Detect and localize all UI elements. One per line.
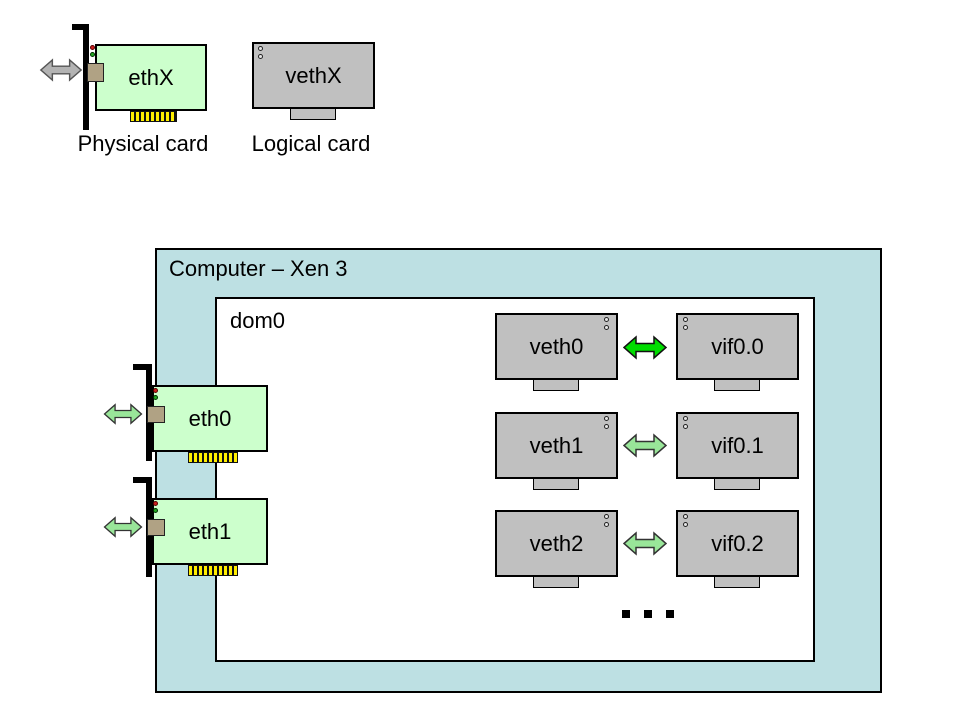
vent-dot-icon [683,424,688,429]
vent-dot-icon [258,54,263,59]
veth1-label: veth1 [529,432,584,458]
physical-card-ethx: ethX [95,44,207,111]
network-port-connector [147,406,165,423]
vent-dot-icon [683,325,688,330]
pci-bracket-arm [133,364,152,370]
vent-dot-icon [258,46,263,51]
vethx-label: vethX [285,62,342,88]
network-port-connector [147,519,165,536]
pci-edge-connector [188,565,238,576]
led-red-icon [153,501,158,506]
led-red-icon [153,388,158,393]
vent-dot-icon [604,514,609,519]
double-arrow-icon [623,335,667,360]
veth2-card: veth2 [495,510,618,577]
vent-dot-icon [683,317,688,322]
led-red-icon [90,45,95,50]
veth-monitor: veth2 [495,510,618,589]
physical-card-eth1: eth1 [152,498,268,565]
computer-box-title: Computer – Xen 3 [169,256,348,281]
network-port-connector [87,63,104,82]
led-green-icon [90,52,95,57]
vif01-card: vif0.1 [676,412,799,479]
dom0-label: dom0 [230,308,286,333]
pci-edge-connector [188,452,238,463]
vent-dot-icon [604,317,609,322]
veth2-label: veth2 [529,530,584,556]
veth0-card: veth0 [495,313,618,380]
vif-monitor: vif0.1 [676,412,799,491]
ellipsis [622,610,674,618]
pci-bracket-arm [133,477,152,483]
vif00-label: vif0.0 [711,333,764,359]
vent-dot-icon [604,325,609,330]
double-arrow-icon [101,403,145,425]
led-green-icon [153,508,158,513]
veth-monitor: veth1 [495,412,618,491]
vif-monitor: vif0.2 [676,510,799,589]
double-arrow-icon [101,516,145,538]
vent-dot-icon [604,416,609,421]
veth0-label: veth0 [529,333,584,359]
legend-logical-card-group: vethX [252,42,375,121]
pci-edge-connector [130,111,177,122]
vif01-label: vif0.1 [711,432,764,458]
vent-dot-icon [604,424,609,429]
double-arrow-icon [37,58,85,82]
ellipsis-dot [644,610,652,618]
ellipsis-dot [622,610,630,618]
eth0-label: eth0 [188,405,232,431]
ethx-label: ethX [128,64,174,90]
double-arrow-icon [623,433,667,458]
vent-dot-icon [683,522,688,527]
eth1-label: eth1 [188,518,232,544]
led-green-icon [153,395,158,400]
vif02-label: vif0.2 [711,530,764,556]
ellipsis-dot [666,610,674,618]
vent-dot-icon [683,514,688,519]
physical-card-caption: Physical card [77,131,209,156]
double-arrow-icon [623,531,667,556]
vif-monitor: vif0.0 [676,313,799,392]
vif02-card: vif0.2 [676,510,799,577]
vif00-card: vif0.0 [676,313,799,380]
vent-dot-icon [604,522,609,527]
pci-bracket-arm [72,24,89,30]
physical-card-eth0: eth0 [152,385,268,452]
vent-dot-icon [683,416,688,421]
logical-card-vethx: vethX [252,42,375,109]
logical-card-caption: Logical card [251,131,371,156]
veth1-card: veth1 [495,412,618,479]
pci-bracket-bar [83,24,89,130]
veth-monitor: veth0 [495,313,618,392]
